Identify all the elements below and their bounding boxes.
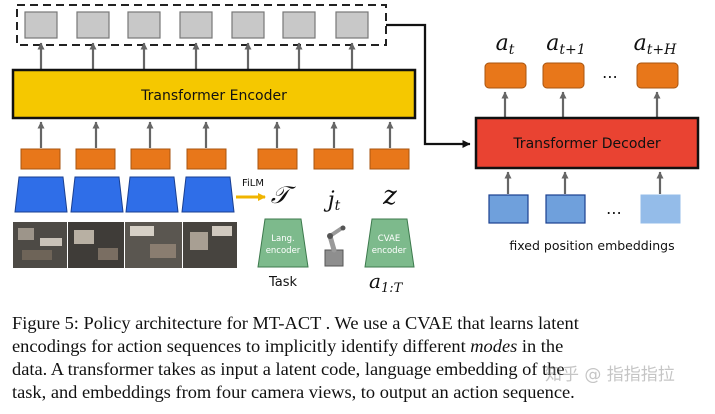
transformer-decoder-label: Transformer Decoder (512, 136, 661, 152)
caption-line-2: encodings for action sequences to implic… (12, 336, 564, 356)
camera-backbone (181, 176, 235, 213)
caption-line-1: Figure 5: Policy architecture for MT-ACT… (12, 313, 579, 333)
lang-encoder-block (257, 218, 309, 268)
encoder-output-token (282, 11, 316, 39)
encoder-output-group (16, 4, 387, 46)
joint-state-symbol: jt (323, 188, 341, 214)
camera-backbone (14, 176, 68, 213)
encoder-input-token (130, 148, 171, 170)
position-embeddings-label: fixed position embeddings (509, 238, 674, 253)
decoder-output-tokens (484, 62, 679, 89)
transformer-decoder-block (474, 116, 700, 170)
encoder-input-token (186, 148, 227, 170)
encoder-input-token (75, 148, 116, 170)
decoder-output-token (484, 62, 527, 89)
camera-backbones (14, 176, 235, 213)
decoder-output-token (636, 62, 679, 89)
position-embedding (545, 194, 586, 224)
action-label-tH: at+H (634, 31, 677, 58)
encoder-input-tokens (20, 148, 410, 170)
architecture-diagram: Transformer Encoder FiLM 𝒯 jt z (11, 4, 700, 296)
action-label-t: at (496, 31, 515, 58)
robot-arm-image (316, 222, 352, 270)
encoder-output-token (179, 11, 213, 39)
figure-caption: Figure 5: Policy architecture for MT-ACT… (12, 312, 704, 404)
transformer-encoder-block (11, 68, 417, 120)
encoder-output-token (76, 11, 110, 39)
camera-view (68, 222, 124, 268)
cvae-encoder-label-2: encoder (372, 246, 407, 256)
decoder-output-token (542, 62, 585, 89)
encoder-input-token (369, 148, 410, 170)
position-embedding (488, 194, 529, 224)
watermark: 知乎 @ 指指指拉 (545, 365, 675, 385)
encoder-output-arrows (37, 42, 356, 70)
decoder-input-arrows (504, 171, 664, 194)
position-embedding (640, 194, 681, 224)
encoder-to-decoder-arrow (386, 23, 471, 148)
camera-backbone (70, 176, 124, 213)
encoder-output-token (335, 11, 369, 39)
position-embeddings (488, 194, 681, 224)
decoder-output-arrows (501, 91, 661, 118)
action-sequence-symbol: a1:T (369, 269, 404, 296)
transformer-encoder-label: Transformer Encoder (140, 88, 287, 104)
caption-line-3: data. A transformer takes as input a lat… (12, 359, 565, 379)
output-ellipsis: ⋯ (602, 67, 618, 86)
latent-symbol: z (382, 181, 397, 211)
encoder-output-token (231, 11, 265, 39)
task-caption: Task (268, 275, 298, 290)
position-ellipsis: ⋯ (606, 203, 622, 222)
lang-encoder-label-1: Lang. (271, 234, 294, 244)
caption-line-4: task, and embeddings from four camera vi… (12, 382, 575, 402)
camera-views (13, 222, 237, 268)
encoder-output-token (127, 11, 161, 39)
film-label: FiLM (242, 178, 264, 189)
task-symbol: 𝒯 (271, 181, 297, 209)
encoder-input-token (313, 148, 354, 170)
cvae-encoder-label-1: CVAE (378, 234, 400, 244)
encoder-output-token (24, 11, 58, 39)
caption-emphasis: modes (470, 336, 518, 356)
lang-encoder-label-2: encoder (266, 246, 301, 256)
encoder-input-arrows (37, 121, 394, 148)
action-label-t1: at+1 (546, 31, 585, 58)
encoder-input-token (20, 148, 61, 170)
camera-backbone (125, 176, 179, 213)
encoder-output-tokens (24, 11, 369, 39)
encoder-input-token (257, 148, 298, 170)
cvae-encoder-block (364, 218, 415, 268)
